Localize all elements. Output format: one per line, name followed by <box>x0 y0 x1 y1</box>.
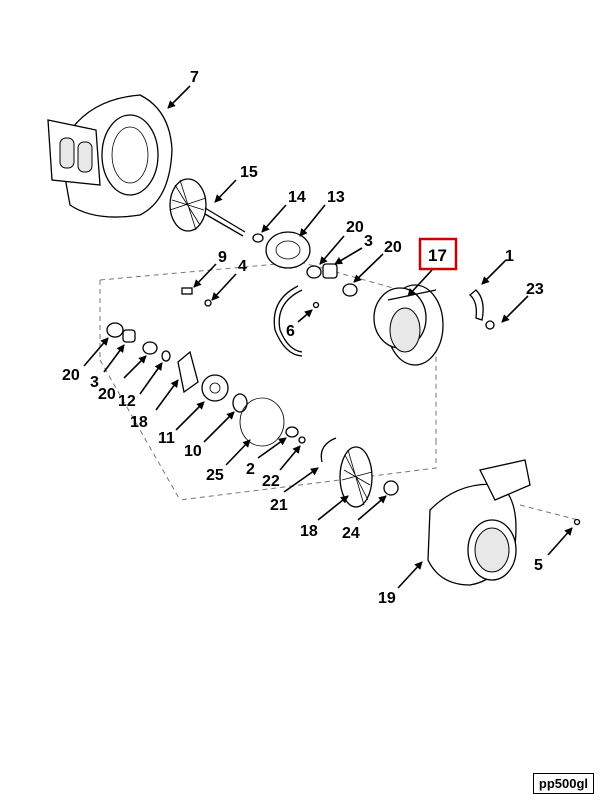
callout-labels: 7 15 14 13 20 3 20 17 1 23 9 4 6 20 3 20… <box>62 69 544 607</box>
assembly-outline <box>99 261 579 521</box>
callout-20: 20 <box>346 219 364 236</box>
figure-id-label: pp500gl <box>532 773 594 794</box>
callout-23: 23 <box>526 281 544 298</box>
bearing-group-left <box>106 322 199 394</box>
callout-19: 19 <box>378 590 396 607</box>
callout-13: 13 <box>327 189 345 206</box>
compressor-wheel-group <box>320 437 399 508</box>
callout-15: 15 <box>240 164 258 181</box>
callout-17: 17 <box>428 246 447 265</box>
shaft-seal-and-plate <box>252 231 311 269</box>
callout-10: 10 <box>184 443 202 460</box>
callout-3: 3 <box>90 374 99 391</box>
plug-washer-shield <box>181 285 320 357</box>
callout-20: 20 <box>62 367 80 384</box>
callout-3: 3 <box>364 233 373 250</box>
callout-7: 7 <box>190 69 199 86</box>
clamp-and-bolt <box>468 289 495 330</box>
turbine-housing <box>47 94 173 218</box>
callout-6: 6 <box>286 323 295 340</box>
callout-18: 18 <box>300 523 318 540</box>
callout-25: 25 <box>206 467 224 484</box>
compressor-housing <box>427 459 581 586</box>
bearing-group-upper <box>306 263 358 297</box>
bearing-housing <box>373 284 444 366</box>
leader-arrows <box>83 85 573 589</box>
turbine-wheel-shaft <box>169 178 246 237</box>
callout-1: 1 <box>505 248 514 265</box>
callout-21: 21 <box>270 497 288 514</box>
callout-5: 5 <box>534 557 543 574</box>
callout-14: 14 <box>288 189 306 206</box>
callout-24: 24 <box>342 525 360 542</box>
callout-20: 20 <box>384 239 402 256</box>
callout-11: 11 <box>158 430 175 447</box>
callout-20: 20 <box>98 386 116 403</box>
callout-4: 4 <box>238 258 247 275</box>
callout-22: 22 <box>262 473 280 490</box>
callout-12: 12 <box>118 393 136 410</box>
callout-18: 18 <box>130 414 148 431</box>
compressor-side-parts <box>201 374 306 447</box>
callout-2: 2 <box>246 461 255 478</box>
callout-9: 9 <box>218 249 227 266</box>
highlight-box <box>418 237 458 271</box>
